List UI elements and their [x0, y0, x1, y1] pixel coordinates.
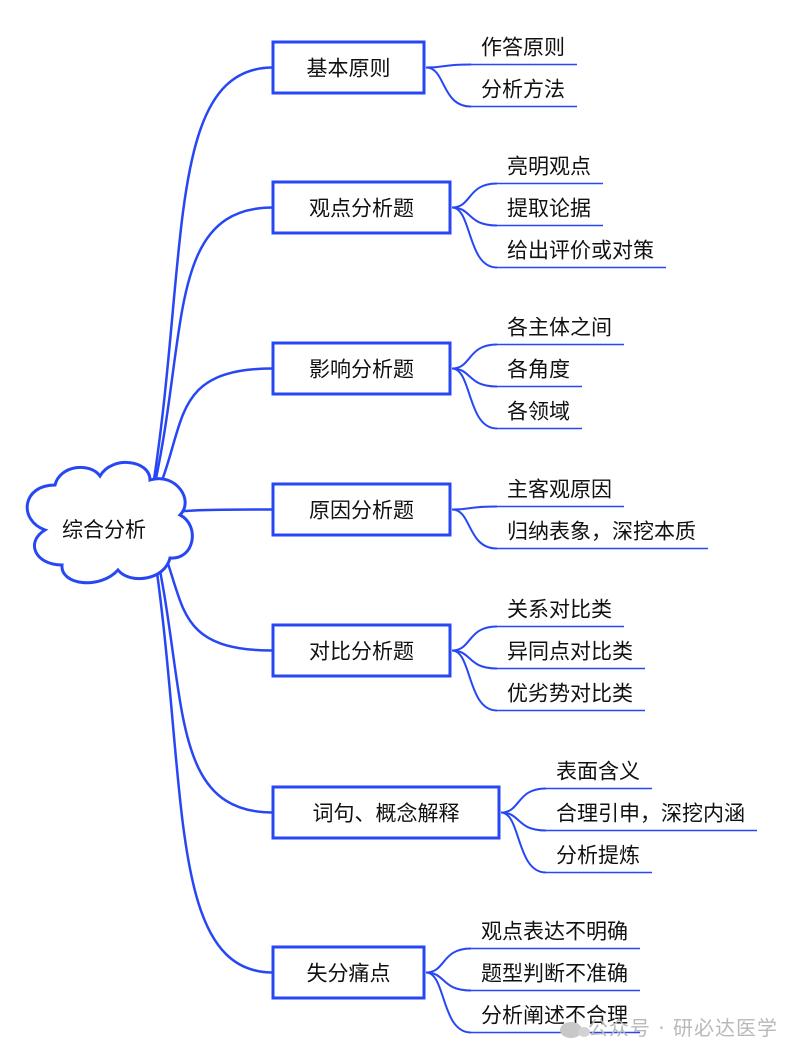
branch-node[interactable]: 原因分析题	[271, 482, 452, 537]
leaf-node[interactable]: 关系对比类	[497, 598, 624, 628]
leaf-label: 各领域	[507, 400, 570, 424]
leaf-link	[451, 343, 498, 370]
leaf-link	[500, 787, 547, 814]
leaf-label: 观点表达不明确	[481, 920, 628, 944]
leaf-node[interactable]: 优劣势对比类	[497, 682, 645, 712]
leaf-link	[451, 182, 498, 209]
branch-box	[271, 40, 426, 95]
branch-box	[271, 482, 452, 537]
root-label: 综合分析	[62, 518, 146, 542]
branch-label: 原因分析题	[309, 499, 414, 523]
leaf-node[interactable]: 各主体之间	[497, 316, 624, 346]
leaf-label: 分析方法	[481, 78, 565, 102]
leaf-label: 各主体之间	[507, 316, 612, 340]
leaf-node[interactable]: 合理引申，深挖内涵	[546, 802, 757, 832]
leaf-label: 关系对比类	[507, 598, 612, 622]
branch-node[interactable]: 对比分析题	[271, 623, 452, 678]
root-link	[148, 524, 274, 974]
leaf-node[interactable]: 题型判断不准确	[471, 962, 640, 992]
leaf-node[interactable]: 观点表达不明确	[471, 920, 640, 950]
root-link	[148, 66, 274, 506]
branch-box	[271, 945, 426, 1000]
leaf-link	[425, 63, 472, 69]
wechat-icon	[559, 1021, 590, 1038]
branch-label: 影响分析题	[309, 358, 414, 382]
leaf-label: 异同点对比类	[507, 640, 633, 664]
leaf-link	[451, 505, 498, 511]
watermark: 公众号 · 研必达医学	[559, 1012, 778, 1041]
leaf-label: 表面含义	[556, 760, 640, 784]
branch-node[interactable]: 失分痛点	[271, 945, 426, 1000]
leaf-label: 分析提炼	[556, 844, 640, 868]
root-cloud-shape	[25, 461, 194, 585]
leaf-link	[500, 811, 547, 874]
leaf-node[interactable]: 主客观原因	[497, 478, 624, 508]
root-link	[148, 524, 274, 814]
leaf-node[interactable]: 作答原则	[471, 36, 577, 66]
branch-box	[271, 341, 452, 396]
leaf-node[interactable]: 异同点对比类	[497, 640, 645, 670]
leaf-node[interactable]: 表面含义	[546, 760, 652, 790]
leaf-node[interactable]: 各领域	[497, 400, 582, 430]
branch-label: 词句、概念解释	[313, 802, 460, 826]
root-link	[148, 206, 274, 506]
leaf-node[interactable]: 分析阐述不合理	[471, 1004, 640, 1034]
leaf-node[interactable]: 归纳表象，深挖本质	[497, 520, 708, 550]
leaf-link	[425, 947, 472, 974]
branch-node[interactable]: 观点分析题	[271, 180, 452, 235]
leaf-node[interactable]: 各角度	[497, 358, 582, 388]
branch-box	[271, 785, 501, 840]
branch-node[interactable]: 影响分析题	[271, 341, 452, 396]
leaf-label: 归纳表象，深挖本质	[507, 520, 696, 544]
root-node[interactable]: 综合分析	[25, 461, 194, 585]
leaf-label: 题型判断不准确	[481, 962, 628, 986]
branch-box	[271, 623, 452, 678]
branch-box	[271, 180, 452, 235]
leaf-label: 提取论据	[507, 197, 591, 221]
leaf-label: 各角度	[507, 358, 570, 382]
leaf-node[interactable]: 提取论据	[497, 197, 603, 227]
leaf-node[interactable]: 给出评价或对策	[497, 239, 666, 269]
leaf-label: 优劣势对比类	[507, 682, 633, 706]
leaf-link	[451, 206, 498, 269]
leaf-link	[451, 649, 498, 712]
leaf-label: 给出评价或对策	[507, 239, 654, 263]
branch-label: 对比分析题	[309, 640, 414, 664]
branch-label: 失分痛点	[307, 962, 391, 986]
leaf-link	[451, 625, 498, 652]
branch-label: 基本原则	[307, 57, 391, 81]
branch-node[interactable]: 词句、概念解释	[271, 785, 501, 840]
leaf-node[interactable]: 分析提炼	[546, 844, 652, 874]
leaf-label: 作答原则	[481, 36, 565, 60]
leaf-link	[451, 508, 498, 550]
leaf-link	[425, 971, 472, 1034]
leaf-node[interactable]: 亮明观点	[497, 155, 603, 185]
leaf-link	[451, 367, 498, 430]
leaf-link	[425, 66, 472, 108]
leaf-label: 合理引申，深挖内涵	[556, 802, 745, 826]
leaf-node[interactable]: 分析方法	[471, 78, 577, 108]
leaf-label: 分析阐述不合理	[481, 1004, 628, 1028]
branch-label: 观点分析题	[309, 197, 414, 221]
branch-node[interactable]: 基本原则	[271, 40, 426, 95]
leaf-label: 亮明观点	[507, 155, 591, 179]
watermark-text: 公众号 · 研必达医学	[587, 1016, 778, 1040]
leaf-label: 主客观原因	[507, 478, 612, 502]
